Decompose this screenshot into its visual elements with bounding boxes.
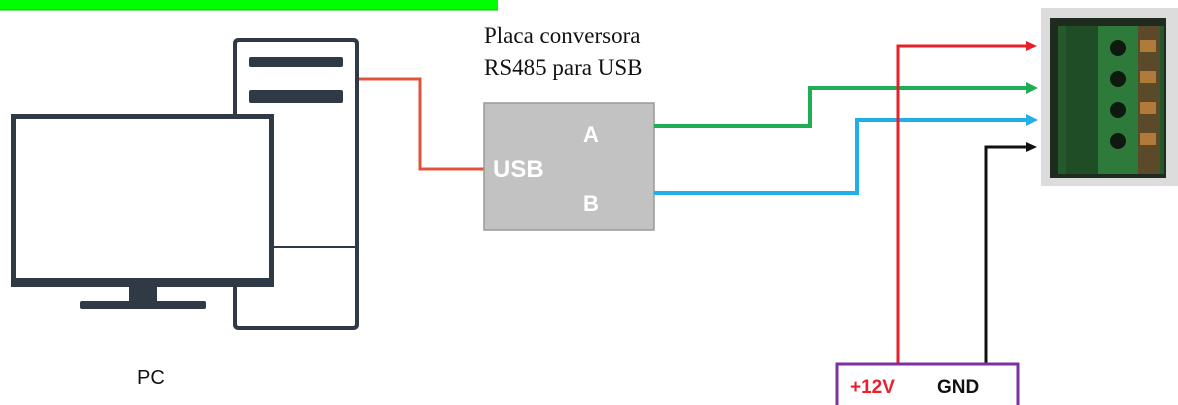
- usb-cable: [359, 77, 486, 171]
- wire-12v: [896, 44, 1030, 364]
- converter-caption-line1: Placa conversora: [484, 23, 640, 48]
- wire-b: [654, 118, 1030, 195]
- terminal-block-connector-icon: [1041, 8, 1178, 186]
- power-supply-box: [835, 362, 1020, 405]
- power-positive-label: +12V: [850, 377, 895, 398]
- wire-a-arrowhead: [1026, 82, 1038, 94]
- wire-12v-arrowhead: [1026, 41, 1037, 51]
- pc-monitor-icon: [11, 114, 274, 309]
- converter-port-usb: USB: [493, 156, 544, 183]
- wire-a: [654, 86, 1030, 128]
- pc-label: PC: [137, 367, 165, 389]
- wire-gnd: [984, 145, 1030, 364]
- power-ground-label: GND: [937, 377, 979, 398]
- title-banner: [0, 0, 498, 10]
- converter-port-b: B: [583, 191, 599, 216]
- wire-b-arrowhead: [1026, 114, 1038, 126]
- converter-caption-line2: RS485 para USB: [484, 55, 642, 80]
- rs485-usb-converter-board: [483, 102, 655, 231]
- wire-gnd-arrowhead: [1026, 142, 1037, 152]
- converter-port-a: A: [583, 122, 599, 147]
